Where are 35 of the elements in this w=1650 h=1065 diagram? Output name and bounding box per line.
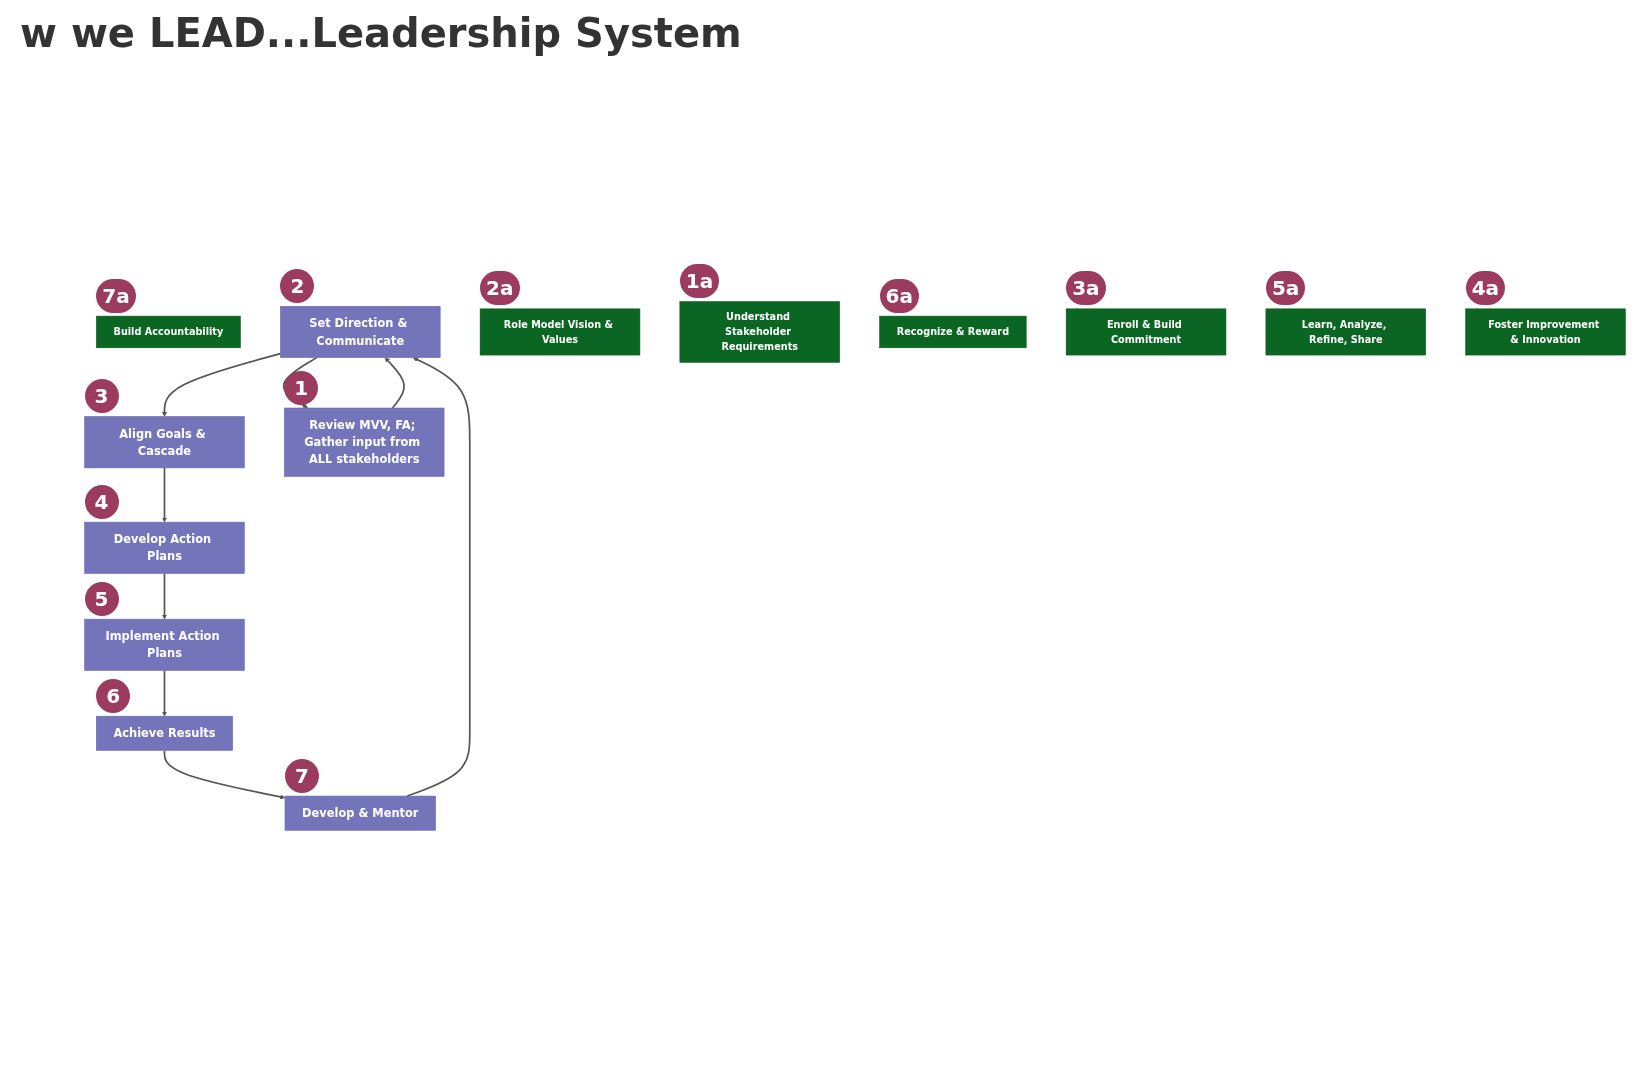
node-box: Foster Improvement & Innovation [1465,308,1626,355]
node-box: Set Direction & Communicate [280,305,441,358]
node-box: Develop Action Plans [84,521,245,574]
step-number-badge: 3 [84,379,119,414]
arrow [161,669,167,716]
node-box: Enroll & Build Commitment [1065,308,1227,355]
step-number-badge: 4a [1465,271,1506,306]
arrow [384,356,405,409]
step-number-badge: 2 [280,268,315,303]
arrow [161,352,282,417]
step-number-badge: 4 [84,484,119,519]
diagram-title: w we LEAD...Leadership System [20,10,743,56]
node-box: Role Model Vision & Values [479,308,641,355]
arrow [163,749,286,799]
step-number-badge: 5a [1265,271,1306,306]
node-box: Recognize & Reward [879,315,1027,348]
step-number-badge: 5 [84,581,119,616]
node-box: Implement Action Plans [84,618,245,671]
step-number-badge: 6 [96,678,131,713]
node-box: Align Goals & Cascade [84,415,245,468]
step-number-badge: 6a [879,278,919,313]
step-number-badge: 2a [480,271,520,306]
node-box: Develop & Mentor [284,795,436,831]
step-number-badge: 1 [284,370,319,405]
node-box: Learn, Analyze, Refine, Share [1265,308,1426,355]
step-number-badge: 7a [96,278,136,313]
node-box: Achieve Results [96,715,233,751]
step-number-badge: 3a [1066,271,1106,306]
node-box: Build Accountability [96,315,241,348]
node-box: Understand Stakeholder Requirements [679,300,840,363]
arrow [161,466,167,522]
step-number-badge: 7 [284,758,319,793]
arrow [161,572,167,619]
step-number-badge: 1a [679,264,720,299]
node-box: Review MVV, FA; Gather input from ALL stakeholders [284,407,445,477]
